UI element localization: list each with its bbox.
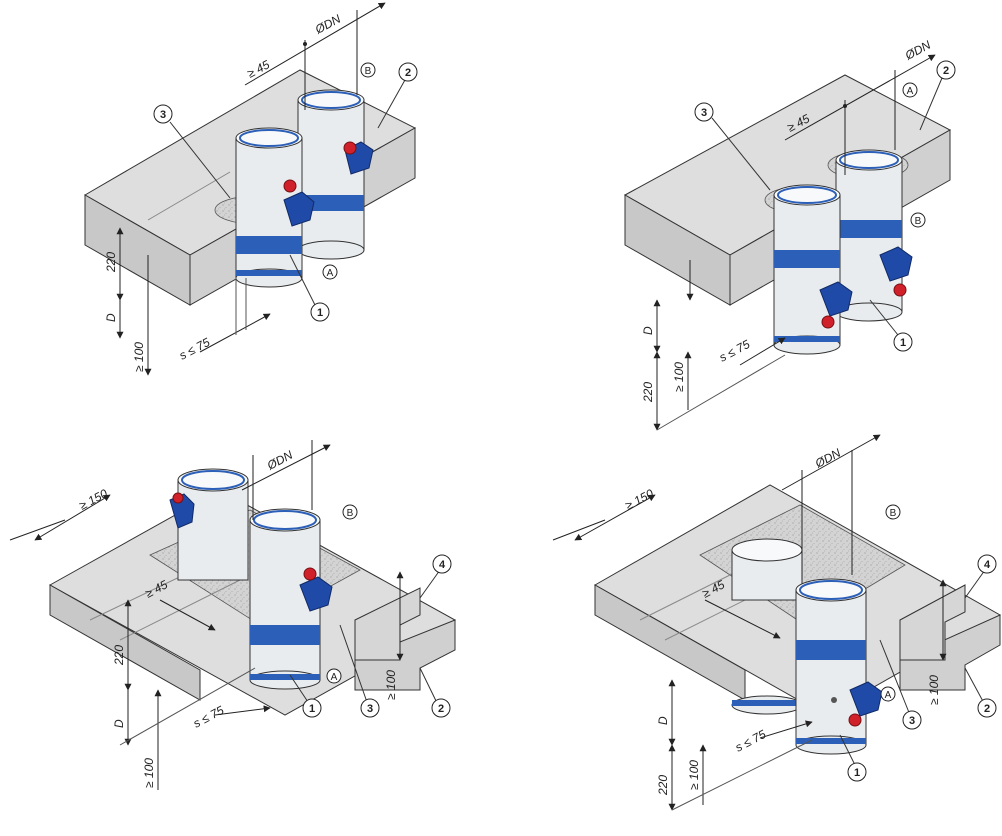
panel-3-dim-dn: ØDN [264, 448, 295, 474]
panel-3-dim-slab: 220 [112, 645, 126, 666]
svg-text:1: 1 [854, 767, 860, 779]
panel-2: 3 2 1 A B ØDN ≥ 45 D 220 ≥ 100 s ≤ 75 [623, 38, 956, 431]
panel-1-zone-b: B [360, 62, 376, 78]
panel-1-dim-dn: ØDN [312, 12, 343, 38]
svg-text:B: B [915, 216, 922, 227]
svg-text:A: A [331, 672, 338, 683]
svg-text:1: 1 [900, 337, 906, 349]
panel-3-dim-min2: ≥ 100 [384, 670, 398, 700]
panel-1-callout-3: 3 [153, 104, 173, 124]
panel-4-dim-dn: ØDN [812, 446, 843, 472]
svg-text:3: 3 [160, 109, 166, 121]
panel-4-callout-2: 2 [977, 698, 997, 718]
panel-2-pipe-front [773, 184, 853, 355]
panel-4-zone-a: A [880, 686, 896, 702]
panel-3-pipe-front [249, 508, 333, 690]
panel-3-callout-4: 4 [432, 554, 452, 574]
panel-4-pipe-front [795, 578, 883, 755]
panel-3-dim-edge: ≥ 150 [77, 486, 110, 513]
panel-3-dim-sleeve: s ≤ 75 [191, 703, 227, 731]
panel-3-zone-b: B [342, 504, 358, 520]
panel-4-callout-3: 3 [902, 710, 922, 730]
panel-3-callout-2: 2 [431, 698, 451, 718]
panel-4-callout-4: 4 [977, 554, 997, 574]
svg-text:3: 3 [909, 715, 915, 727]
panel-1-dim-depth: D [104, 313, 118, 322]
panel-2-dim-min: ≥ 100 [672, 362, 686, 392]
svg-text:2: 2 [984, 703, 990, 715]
panel-4-dim-depth: D [656, 716, 670, 725]
svg-text:1: 1 [309, 703, 315, 715]
svg-text:B: B [890, 508, 897, 519]
panel-1-pipe-front [235, 127, 315, 288]
panel-1-callout-1: 1 [310, 302, 330, 322]
panel-3: 4 2 3 1 A B ØDN ≥ 150 ≥ 45 220 D ≥ 100 ≥… [9, 440, 457, 790]
panel-1-dim-min: ≥ 100 [132, 342, 146, 372]
panel-2-callout-1: 1 [893, 332, 913, 352]
panel-1-dim-slab: 220 [104, 252, 118, 273]
svg-text:2: 2 [943, 65, 949, 77]
panel-4-dim-min: ≥ 100 [687, 760, 701, 790]
panel-3-zone-a: A [326, 668, 342, 684]
svg-text:4: 4 [439, 559, 446, 571]
panel-4-dim-min2: ≥ 100 [927, 675, 941, 705]
svg-text:A: A [885, 690, 892, 701]
panel-3-pipe-rear [169, 468, 249, 581]
panel-4-zone-b: B [885, 504, 901, 520]
panel-1-dim-sleeve: s ≤ 75 [177, 335, 213, 363]
panel-3-dim-min: ≥ 100 [142, 758, 156, 788]
panel-2-callout-3: 3 [694, 102, 714, 122]
panel-4-pipe-rear [731, 538, 803, 715]
svg-text:A: A [907, 86, 914, 97]
svg-text:1: 1 [317, 307, 323, 319]
panel-4-dim-sleeve: s ≤ 75 [733, 727, 769, 755]
svg-text:4: 4 [984, 559, 991, 571]
panel-4-dim-slab: 220 [656, 775, 670, 796]
panel-3-dim-depth: D [112, 719, 126, 728]
svg-text:2: 2 [438, 703, 444, 715]
panel-2-dim-slab: 220 [641, 382, 655, 403]
panel-2-dim-depth: D [641, 326, 655, 335]
panel-2-zone-b: B [910, 212, 926, 228]
panel-2-zone-a: A [902, 82, 918, 98]
panel-2-callout-2: 2 [936, 60, 956, 80]
panel-1: 3 2 1 A B ØDN ≥ 45 220 D ≥ 100 s ≤ 75 [83, 2, 418, 376]
svg-text:B: B [365, 66, 372, 77]
panel-3-callout-1: 1 [302, 698, 322, 718]
svg-text:B: B [347, 508, 354, 519]
svg-text:2: 2 [405, 67, 411, 79]
panel-4: 4 2 3 1 A B ØDN ≥ 150 ≥ 45 D 220 ≥ 100 ≥… [552, 434, 1002, 811]
svg-text:3: 3 [701, 107, 707, 119]
panel-1-pipe-rear [297, 89, 374, 260]
svg-text:A: A [327, 268, 334, 279]
panel-4-callout-1: 1 [847, 762, 867, 782]
panel-4-dim-edge: ≥ 150 [623, 486, 656, 513]
panel-1-zone-a: A [322, 264, 338, 280]
panel-1-callout-2: 2 [398, 62, 418, 82]
panel-2-dim-dn: ØDN [902, 38, 933, 64]
svg-text:3: 3 [367, 703, 373, 715]
panel-3-callout-3: 3 [360, 698, 380, 718]
